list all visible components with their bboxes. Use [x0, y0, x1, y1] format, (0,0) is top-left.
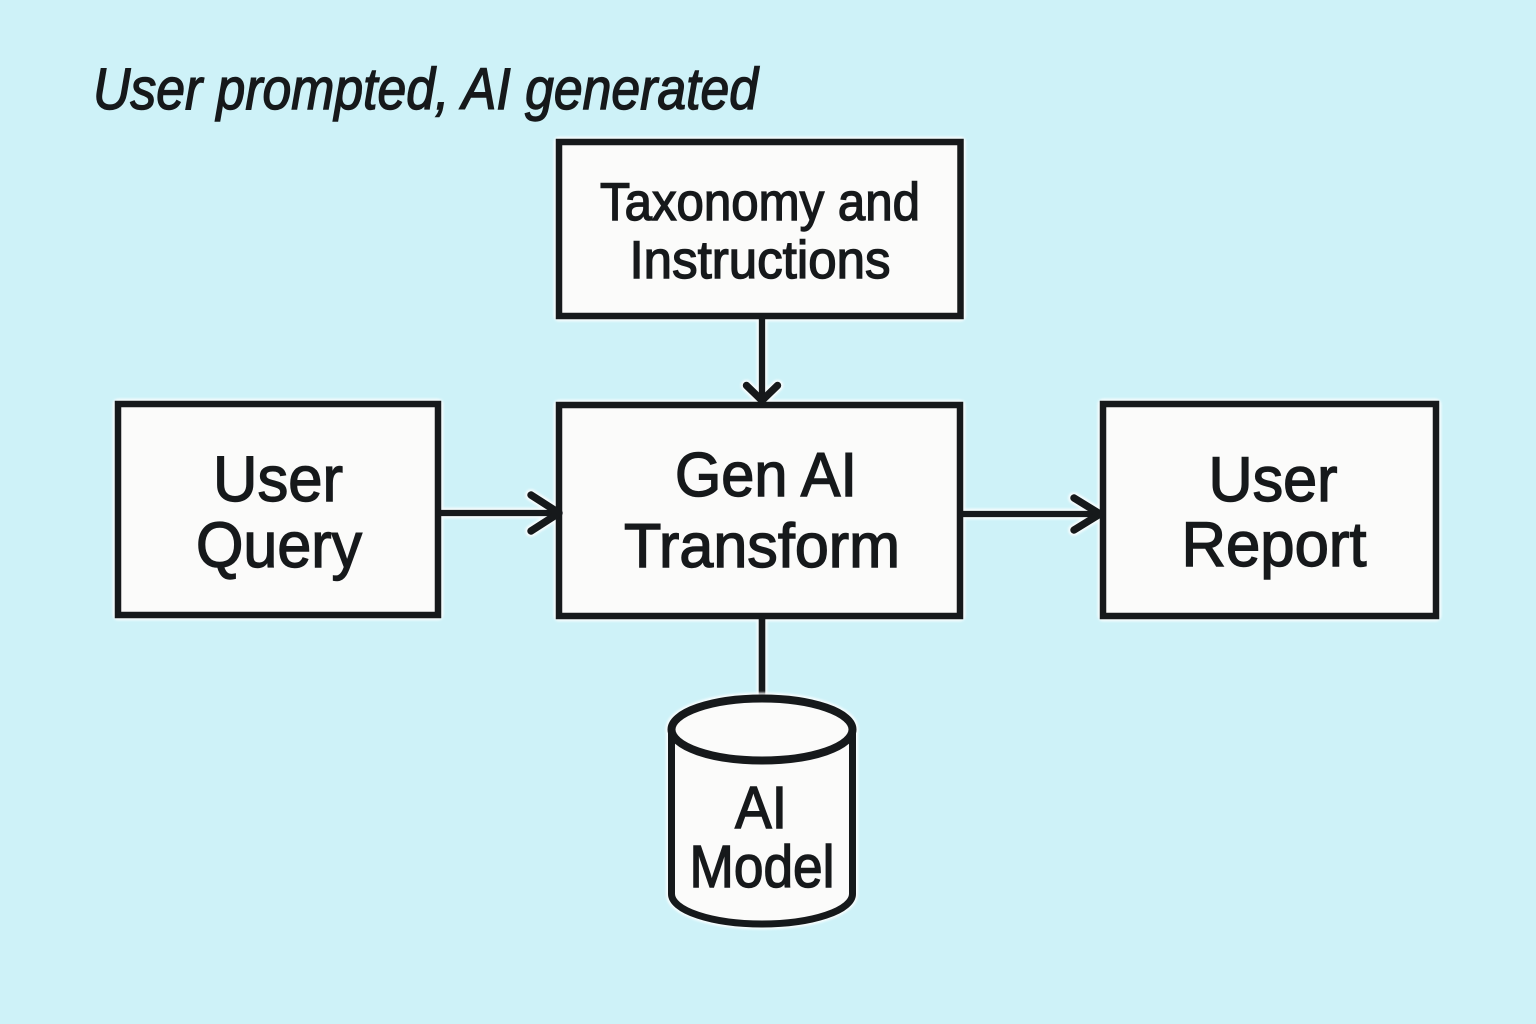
- svg-text:Transform: Transform: [624, 512, 900, 581]
- svg-text:AI: AI: [735, 775, 787, 841]
- svg-text:User prompted, AI generated: User prompted, AI generated: [93, 57, 760, 122]
- svg-text:Gen AI: Gen AI: [675, 441, 857, 510]
- svg-text:Query: Query: [196, 509, 362, 581]
- svg-text:User: User: [1209, 445, 1338, 515]
- svg-text:User: User: [213, 443, 343, 515]
- svg-text:Model: Model: [690, 834, 835, 900]
- svg-text:Taxonomy and: Taxonomy and: [600, 173, 920, 232]
- svg-text:Instructions: Instructions: [630, 231, 891, 290]
- svg-text:Report: Report: [1182, 510, 1367, 580]
